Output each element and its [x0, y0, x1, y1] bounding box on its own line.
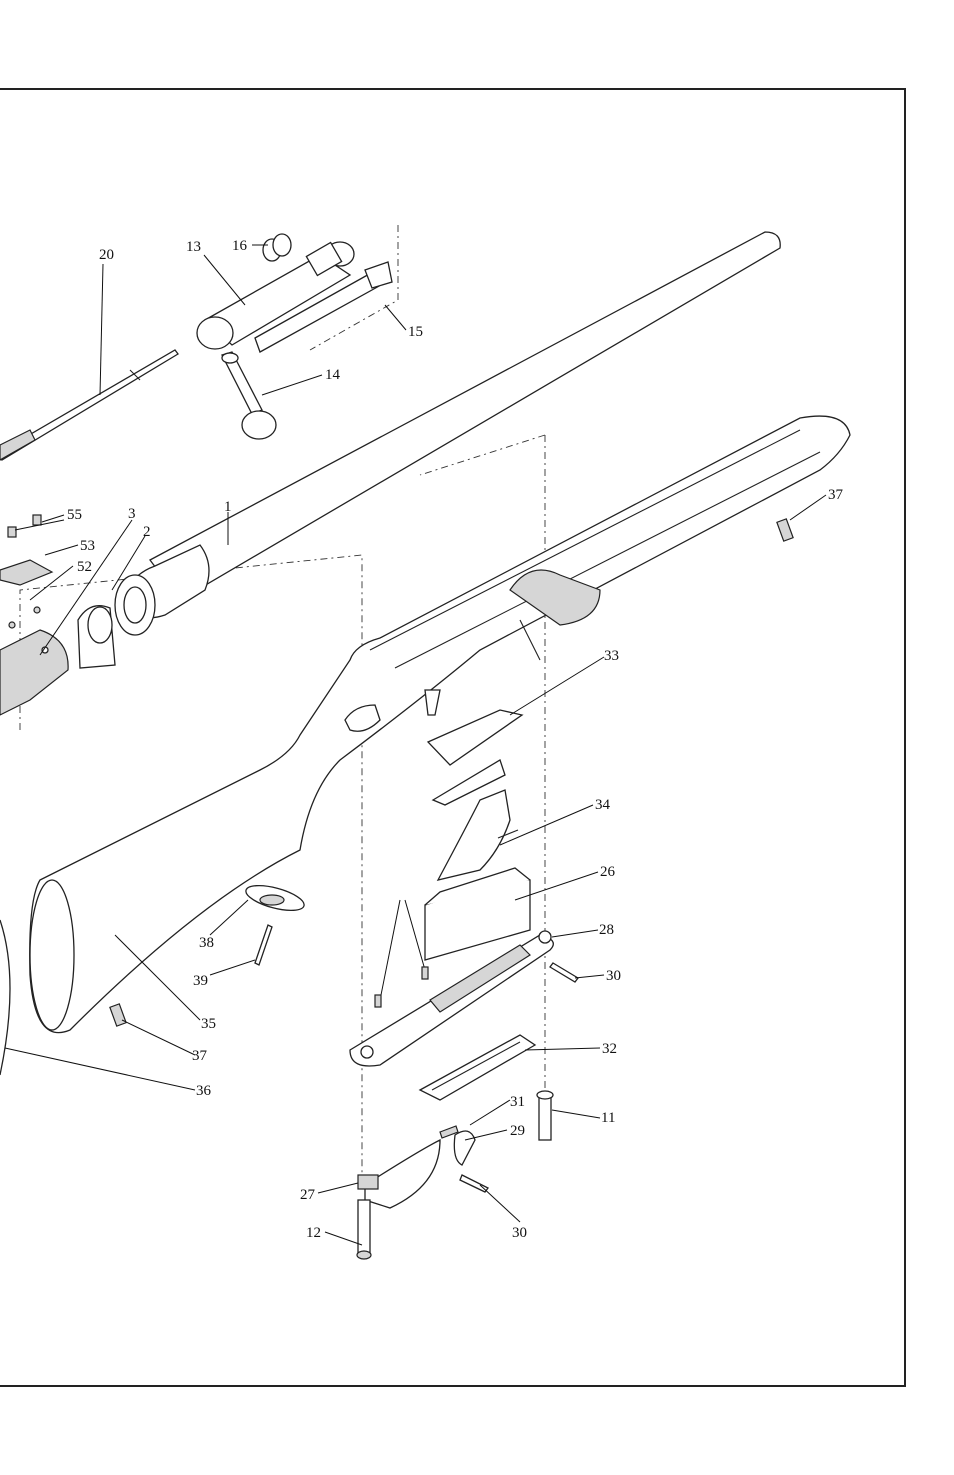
trigger: [436, 789, 519, 881]
callout-27: 27: [300, 1187, 316, 1203]
callout-28: 28: [599, 922, 614, 938]
callout-26: 26: [600, 864, 616, 880]
callout-13: 13: [186, 239, 201, 255]
magazine-box: [424, 867, 531, 961]
assembly-guide-lines: [19, 225, 546, 1180]
bolt-stop: [254, 261, 393, 353]
latch: [453, 1130, 476, 1166]
trigger-screws: [374, 899, 429, 1008]
callout-52: 52: [77, 559, 92, 575]
bolt-ring: [262, 233, 292, 262]
callout-53: 53: [80, 538, 95, 554]
callout-35: 35: [201, 1016, 216, 1032]
butt-plate: [0, 919, 11, 1076]
barrel: [114, 231, 781, 636]
callout-labels: 1 2 3 20 13 16 15 14 55 53 52 37 33 34 2…: [67, 238, 844, 1241]
callout-2: 2: [143, 524, 151, 540]
callout-3: 3: [128, 506, 136, 522]
sling-swivel-front: [776, 518, 794, 542]
grip-cap-screw: [254, 924, 273, 966]
guard-screw-front: [536, 1090, 554, 1141]
callout-1: 1: [224, 499, 232, 515]
callout-39: 39: [193, 973, 208, 989]
sling-swivel-rear: [109, 1003, 127, 1027]
diagram-border: [0, 88, 906, 1387]
callout-37-front: 37: [828, 487, 844, 503]
stock: [29, 415, 851, 1034]
spring: [439, 1125, 459, 1139]
pin-upper: [549, 962, 579, 983]
callout-14: 14: [325, 367, 341, 383]
callout-11: 11: [601, 1110, 615, 1126]
callout-37-rear: 37: [192, 1048, 208, 1064]
scope-base: [0, 514, 54, 629]
receiver: [0, 629, 69, 716]
callout-32: 32: [602, 1041, 617, 1057]
callout-34: 34: [595, 797, 611, 813]
trigger-guard: [357, 1138, 441, 1209]
callout-30-upper: 30: [606, 968, 621, 984]
recoil-lug: [77, 605, 116, 669]
floor-plate: [349, 930, 554, 1067]
callout-29: 29: [510, 1123, 525, 1139]
callout-36: 36: [196, 1083, 212, 1099]
callout-16: 16: [232, 238, 248, 254]
callout-38: 38: [199, 935, 214, 951]
bolt-handle: [221, 351, 277, 440]
trigger-guard-plate: [426, 709, 524, 806]
callout-12: 12: [306, 1225, 321, 1241]
follower: [418, 1034, 537, 1101]
guard-screw-rear: [356, 1199, 372, 1260]
grip-cap: [245, 884, 305, 912]
pin-lower: [459, 1174, 489, 1193]
callout-30-lower: 30: [512, 1225, 527, 1241]
callout-55: 55: [67, 507, 82, 523]
callout-20: 20: [99, 247, 114, 263]
bolt: [196, 241, 355, 350]
firing-pin: [0, 349, 179, 462]
callout-33: 33: [604, 648, 619, 664]
callout-31: 31: [510, 1094, 525, 1110]
leader-lines: [4, 244, 827, 1246]
callout-15: 15: [408, 324, 423, 340]
